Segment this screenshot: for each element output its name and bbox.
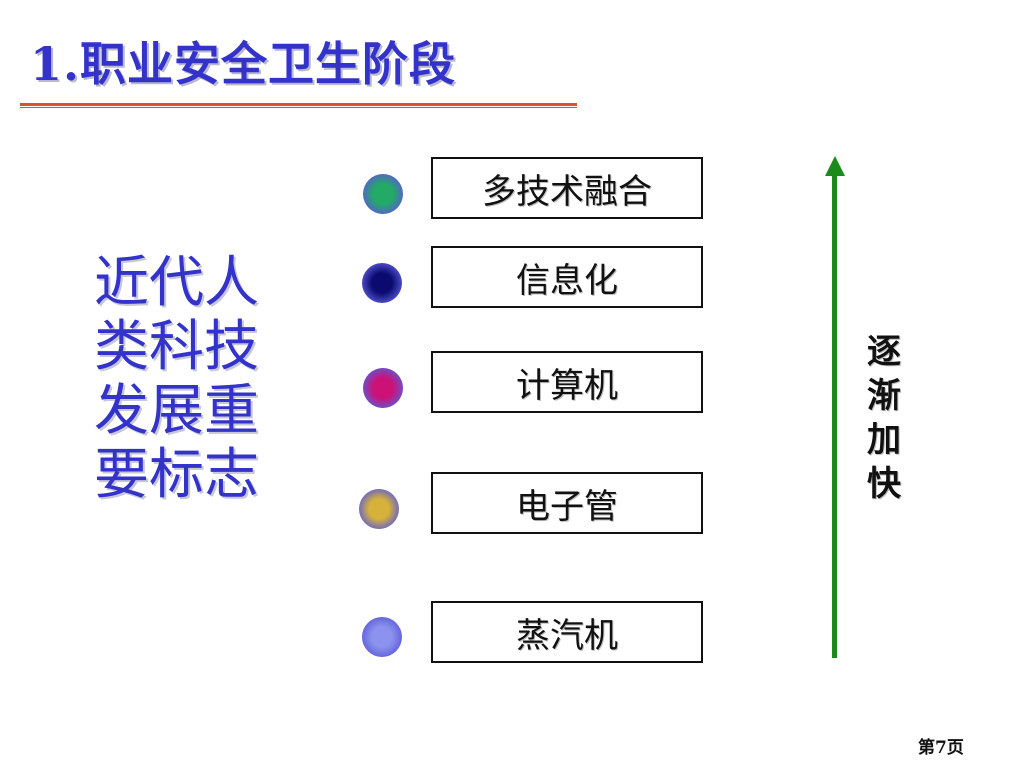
stage-box-computer: 计算机 xyxy=(431,351,703,413)
slide-title: 1.职业安全卫生阶段 xyxy=(30,37,457,91)
trend-char-2: 渐 xyxy=(867,376,901,416)
page-number: 第7页 xyxy=(918,738,964,758)
side-label-line-3: 发展重 xyxy=(94,378,260,442)
stage-box-multitech: 多技术融合 xyxy=(431,157,703,219)
trend-char-1: 逐 xyxy=(867,332,901,372)
side-label-line-1: 近代人 xyxy=(94,250,260,314)
stage-bullet-icon xyxy=(363,368,403,408)
stage-bullet-icon xyxy=(359,489,399,529)
stage-bullet-icon xyxy=(363,174,403,214)
side-label-line-2: 类科技 xyxy=(94,314,260,378)
stage-box-steam-engine: 蒸汽机 xyxy=(431,601,703,663)
trend-label: 逐 渐 加 快 xyxy=(862,330,906,506)
stage-box-vacuum-tube: 电子管 xyxy=(431,472,703,534)
stage-box-informatization: 信息化 xyxy=(431,246,703,308)
side-label-line-4: 要标志 xyxy=(94,442,260,506)
title-underline xyxy=(20,103,577,108)
stage-bullet-icon xyxy=(362,263,402,303)
trend-char-3: 加 xyxy=(867,420,901,460)
up-arrow-icon xyxy=(825,156,845,176)
up-arrow-shaft xyxy=(832,172,837,658)
stage-bullet-icon xyxy=(362,617,402,657)
side-label: 近代人 类科技 发展重 要标志 xyxy=(94,250,274,506)
trend-char-4: 快 xyxy=(867,464,901,504)
